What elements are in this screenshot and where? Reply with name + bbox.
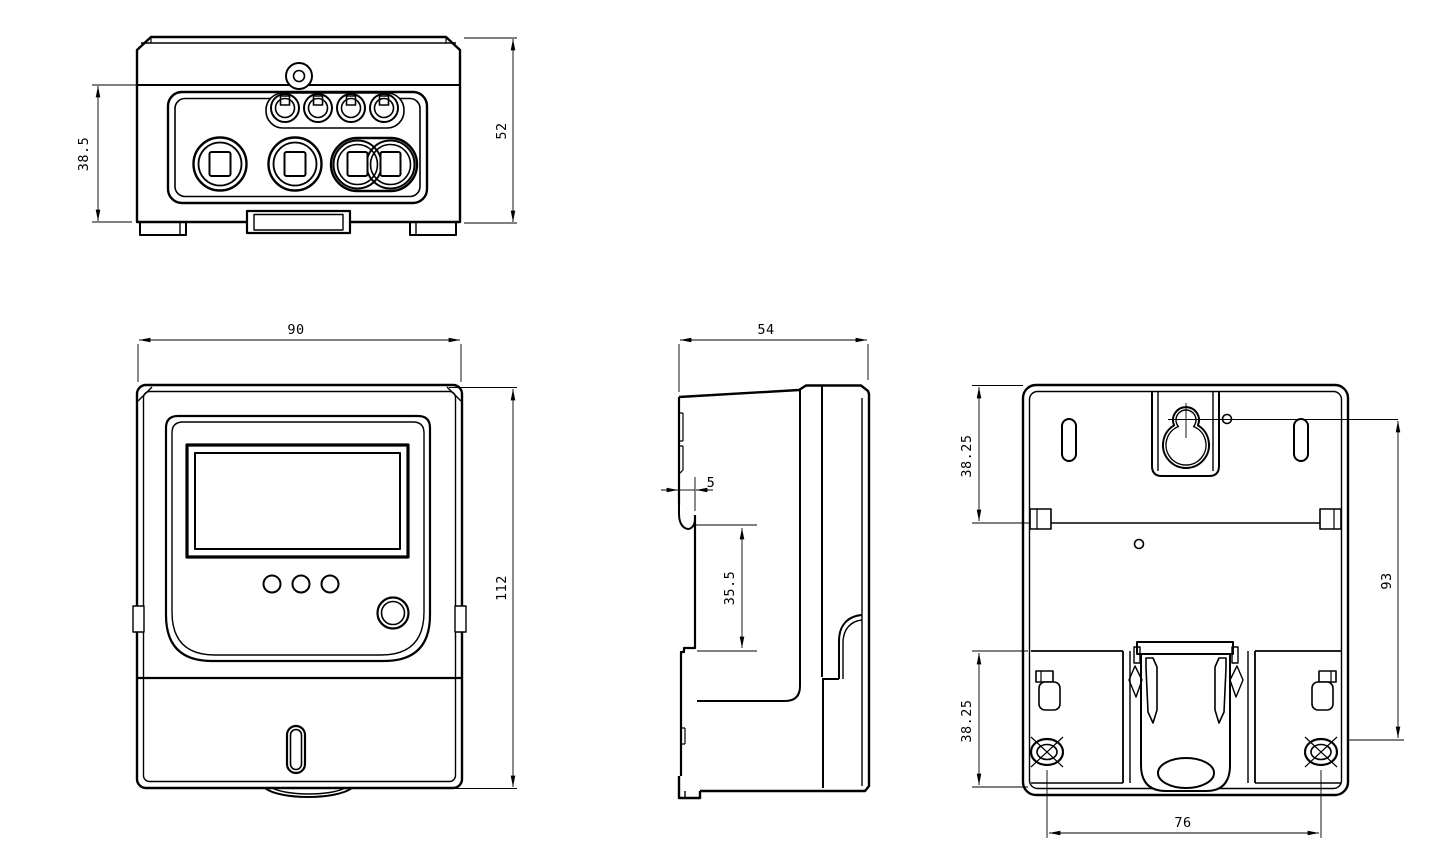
push-button (376, 596, 410, 630)
dim-label-52: 52 (494, 122, 510, 139)
center-hole (1133, 538, 1145, 550)
dim-label-38-25-lower: 38.25 (959, 699, 975, 742)
front-body-outline (135, 383, 464, 790)
side-cover-boundary (697, 390, 801, 702)
side-body-outline (677, 384, 871, 800)
mounting-feet (139, 221, 457, 236)
edge-tab-right (454, 605, 467, 633)
clip-barb-left (1128, 665, 1143, 698)
dim-terminal-depth: 52 (464, 37, 517, 224)
dim-back-upper-offset: 38.25 (959, 385, 1031, 524)
clip-spring-arm-left (1145, 657, 1158, 724)
dim-side-cover-height: 35.5 (695, 524, 757, 652)
back-lower-band (1031, 650, 1341, 784)
aux-terminal-lobe (265, 92, 405, 129)
clip-barb-right (1229, 665, 1244, 698)
dim-label-90: 90 (287, 322, 304, 338)
screw-boss-left (1029, 736, 1065, 768)
view-side: 54 5 35.5 (661, 322, 871, 800)
latch-left (1035, 670, 1061, 711)
dim-label-76: 76 (1174, 815, 1191, 831)
dim-label-38-25-upper: 38.25 (959, 434, 975, 477)
dim-label-54: 54 (757, 322, 774, 338)
dim-label-112: 112 (494, 575, 510, 601)
hanger-plate (1151, 392, 1220, 477)
clip-finger-hole (1157, 757, 1215, 789)
view-back: 38.25 38.25 93 76 (959, 383, 1404, 838)
main-terminal-pair (329, 136, 419, 193)
dim-back-mount-vertical: 93 (1168, 403, 1404, 741)
dim-label-38-5: 38.5 (76, 137, 92, 172)
aux-terminals (270, 93, 399, 123)
edge-tab-left (132, 605, 145, 633)
din-clip-tab (245, 209, 352, 235)
dim-terminal-cover-height: 38.5 (76, 84, 136, 223)
din-rail-clip (1128, 641, 1244, 792)
dim-label-93: 93 (1379, 572, 1395, 589)
back-body-outline (1021, 383, 1350, 797)
bottom-bump (264, 787, 353, 798)
dim-back-mount-horizontal: 76 (1046, 770, 1322, 838)
view-terminal-bottom: 38.5 52 (76, 35, 517, 236)
dim-front-height: 112 (449, 387, 517, 789)
front-cover-panel (164, 414, 432, 663)
view-front: 90 112 (132, 322, 517, 798)
back-edge-tab-left (1029, 508, 1052, 530)
main-terminal-1 (192, 136, 248, 192)
clip-spring-arm-right (1214, 657, 1227, 724)
dim-front-width: 90 (137, 322, 462, 382)
dim-side-depth: 54 (678, 322, 869, 392)
dim-side-step: 5 (661, 475, 715, 511)
back-edge-tab-right (1319, 508, 1342, 530)
dim-back-lower-section: 38.25 (959, 650, 1028, 788)
dim-label-5: 5 (707, 475, 716, 491)
screw-boss-right (1303, 736, 1339, 768)
screw-pilot-hole-top (1221, 413, 1233, 425)
dim-label-35-5: 35.5 (722, 571, 738, 606)
seal-screw (285, 62, 313, 90)
terminal-cover-outline (166, 90, 429, 205)
vent-slot-right (1293, 418, 1309, 462)
seal-slot (285, 724, 307, 775)
latch-right (1311, 670, 1337, 711)
main-terminal-2 (267, 136, 323, 192)
side-hook-step (678, 505, 696, 530)
lcd-window (185, 443, 410, 559)
vent-slot-left (1061, 418, 1077, 462)
indicator-leds (262, 574, 340, 594)
side-front-face (679, 515, 697, 776)
